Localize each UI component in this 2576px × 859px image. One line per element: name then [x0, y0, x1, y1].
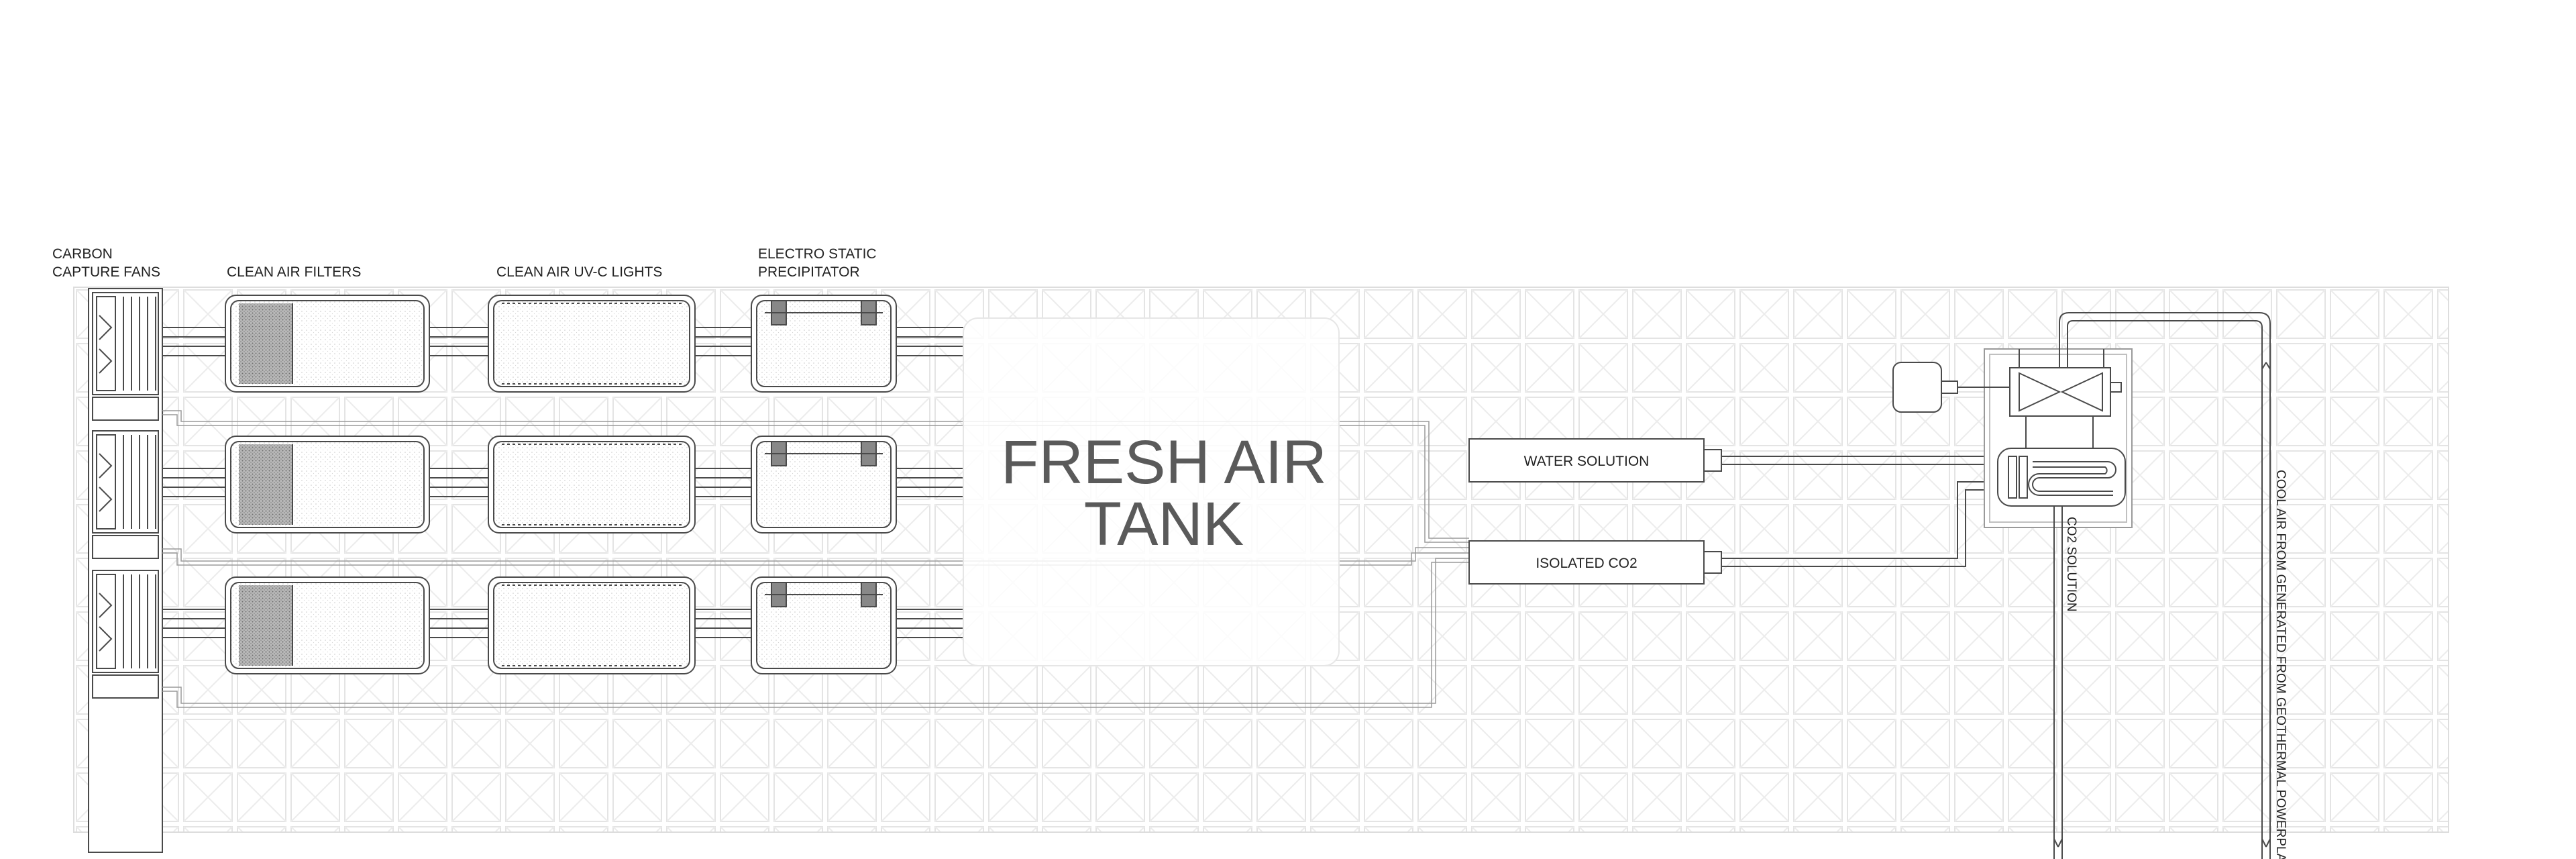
carbon-capture-fans	[88, 288, 163, 853]
water-solution-label: WATER SOLUTION	[1524, 454, 1650, 469]
process-pipes	[1703, 449, 1990, 574]
tank-title-1: FRESH AIR	[1001, 428, 1327, 497]
fan-icon	[92, 430, 159, 559]
filter-icon	[225, 295, 430, 393]
cool-air-label: COOL AIR FROM GENERATED FROM GEOTHERMAL …	[2273, 470, 2288, 859]
water-solution-box: WATER SOLUTION	[1468, 438, 1705, 483]
isolated-co2-label: ISOLATED CO2	[1536, 556, 1637, 571]
co2-solution-pipe	[2053, 506, 2063, 859]
heat-exchanger-icon	[1997, 416, 2126, 507]
clean-air-filters-label: CLEAN AIR FILTERS	[227, 264, 361, 280]
fresh-air-tank: FRESH AIR TANK	[963, 317, 1340, 666]
esp-label-1: ELECTRO STATIC	[758, 246, 877, 262]
air-ducts	[162, 327, 963, 638]
esp-label-2: PRECIPITATOR	[758, 264, 860, 280]
uv-light-icon	[488, 295, 696, 393]
electrostatic-precipitators	[751, 295, 897, 674]
pump-icon	[2009, 349, 2122, 417]
cool-air-pipe	[2059, 312, 2271, 859]
heat-exchanger-assembly	[1892, 348, 2133, 528]
filter-icon	[225, 436, 430, 534]
motor-icon	[1892, 362, 2019, 413]
fan-icon	[92, 570, 159, 699]
tank-title-2: TANK	[1084, 490, 1244, 558]
uv-light-icon	[488, 436, 696, 534]
filter-icon	[225, 576, 430, 674]
precipitator-icon	[751, 295, 897, 393]
fan-icon	[92, 292, 159, 421]
uvc-lights	[488, 295, 696, 674]
precipitator-icon	[751, 436, 897, 534]
carbon-capture-label-2: CAPTURE FANS	[52, 264, 160, 280]
return-ducts	[162, 410, 1469, 708]
uvc-lights-label: CLEAN AIR UV-C LIGHTS	[496, 264, 662, 280]
uv-light-icon	[488, 576, 696, 674]
clean-air-filters	[225, 295, 430, 674]
co2-solution-label: CO2 SOLUTION	[2064, 517, 2078, 611]
carbon-capture-label-1: CARBON	[52, 246, 113, 262]
precipitator-icon	[751, 576, 897, 674]
isolated-co2-box: ISOLATED CO2	[1468, 540, 1705, 585]
